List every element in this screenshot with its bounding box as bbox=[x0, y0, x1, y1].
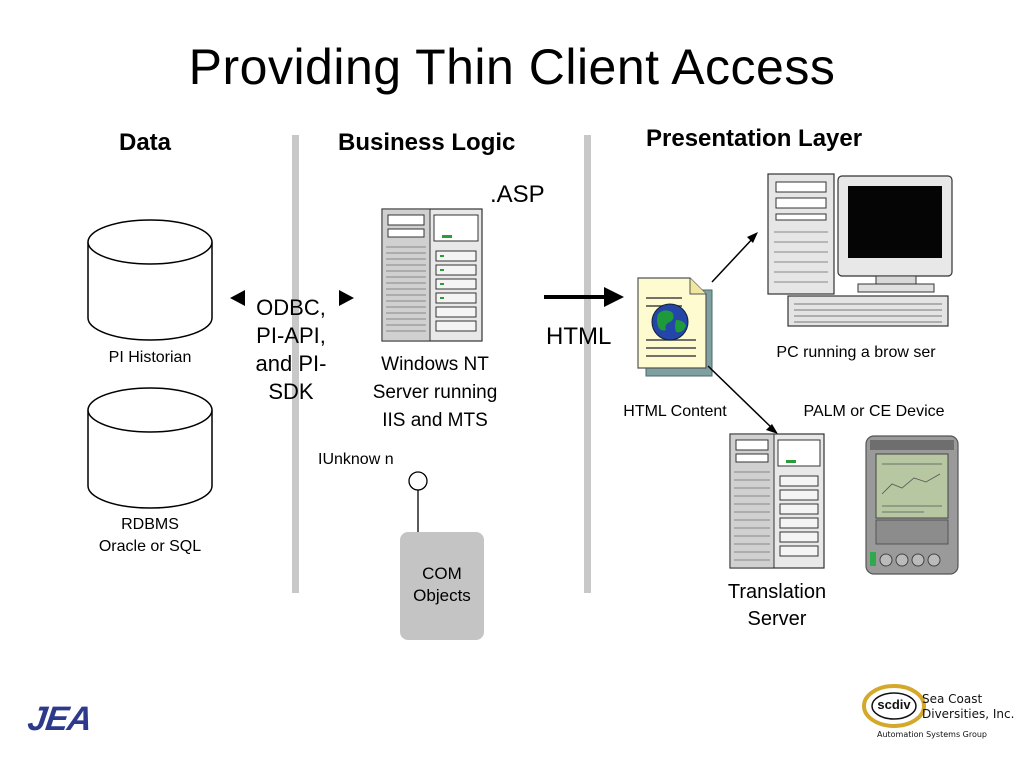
column-header-data: Data bbox=[119, 129, 172, 156]
rdbms-label-line1: RDBMS bbox=[121, 516, 179, 533]
database-icon-pi-historian bbox=[87, 219, 213, 341]
com-objects-label-line1: COM bbox=[422, 564, 462, 583]
jea-logo: JEA bbox=[25, 700, 94, 738]
desktop-pc-icon bbox=[767, 173, 953, 327]
scdiv-logo-mark bbox=[862, 684, 926, 728]
html-document-globe-icon bbox=[637, 277, 713, 377]
translation-server-icon bbox=[729, 433, 825, 569]
connector-label-line4: SDK bbox=[268, 379, 314, 404]
asp-label: .ASP bbox=[490, 181, 545, 208]
right-arrow-icon bbox=[544, 287, 624, 307]
com-objects-box bbox=[400, 532, 484, 640]
connector-label-line3: and PI- bbox=[255, 351, 327, 376]
scdiv-tagline: Automation Systems Group bbox=[876, 730, 988, 739]
column-divider-left bbox=[292, 135, 299, 593]
database-icon-rdbms bbox=[87, 387, 213, 509]
pi-historian-label: PI Historian bbox=[108, 349, 192, 366]
column-divider-right bbox=[584, 135, 591, 593]
rdbms-label-line2: Oracle or SQL bbox=[98, 538, 202, 555]
connector-label-line2: PI-API, bbox=[256, 323, 326, 348]
palm-device-icon bbox=[865, 435, 959, 575]
slide-title: Providing Thin Client Access bbox=[188, 39, 836, 95]
server-tower-icon bbox=[381, 208, 483, 342]
scdiv-name-line2: Diversities, Inc. bbox=[922, 707, 1015, 721]
palm-label: PALM or CE Device bbox=[803, 403, 945, 420]
server-label-line3: IIS and MTS bbox=[382, 410, 488, 431]
html-content-label: HTML Content bbox=[623, 403, 727, 420]
scdiv-name-line1: Sea Coast bbox=[922, 692, 983, 706]
com-objects-label-line2: Objects bbox=[413, 586, 471, 605]
server-label-line1: Windows NT bbox=[381, 354, 489, 375]
column-header-business-logic: Business Logic bbox=[338, 129, 516, 156]
html-label: HTML bbox=[546, 323, 612, 350]
connector-label-line1: ODBC, bbox=[256, 295, 326, 320]
iunknown-label: IUnknow n bbox=[318, 451, 394, 468]
bidirectional-arrow-icon bbox=[230, 290, 354, 306]
column-header-presentation-layer: Presentation Layer bbox=[646, 125, 863, 152]
interface-lollipop-icon bbox=[408, 471, 428, 532]
translation-server-label-line2: Server bbox=[747, 608, 807, 630]
server-label-line2: Server running bbox=[372, 382, 498, 403]
scdiv-logo-text: scdiv bbox=[877, 697, 911, 712]
pc-label: PC running a brow ser bbox=[776, 344, 936, 361]
connector-thin-arrows bbox=[707, 232, 778, 434]
translation-server-label-line1: Translation bbox=[727, 581, 827, 603]
